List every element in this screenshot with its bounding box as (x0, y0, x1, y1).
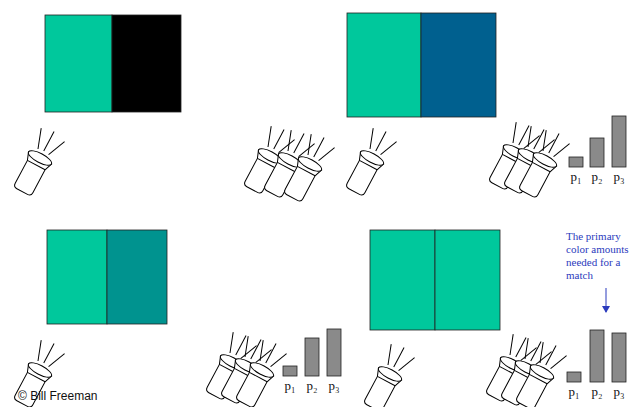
callout-note: The primary color amounts needed for a m… (566, 230, 638, 282)
bar-label: p₂ (591, 384, 602, 399)
bar-label: p₃ (328, 378, 339, 393)
copyright-note: © Bill Freeman (18, 389, 98, 404)
callout-arrow (606, 288, 607, 312)
panel-test-teal (11, 230, 341, 407)
bar-label: p₂ (306, 378, 317, 393)
panel-test-blue (343, 13, 626, 200)
bar-label: p₁ (568, 384, 579, 399)
bar-label: p₁ (284, 378, 295, 393)
panel-test-black (11, 15, 337, 204)
bar-label: p₂ (591, 169, 602, 184)
bar-label: p₃ (613, 384, 624, 399)
bar-label: p₁ (570, 169, 581, 184)
bar-label: p₃ (613, 169, 624, 184)
